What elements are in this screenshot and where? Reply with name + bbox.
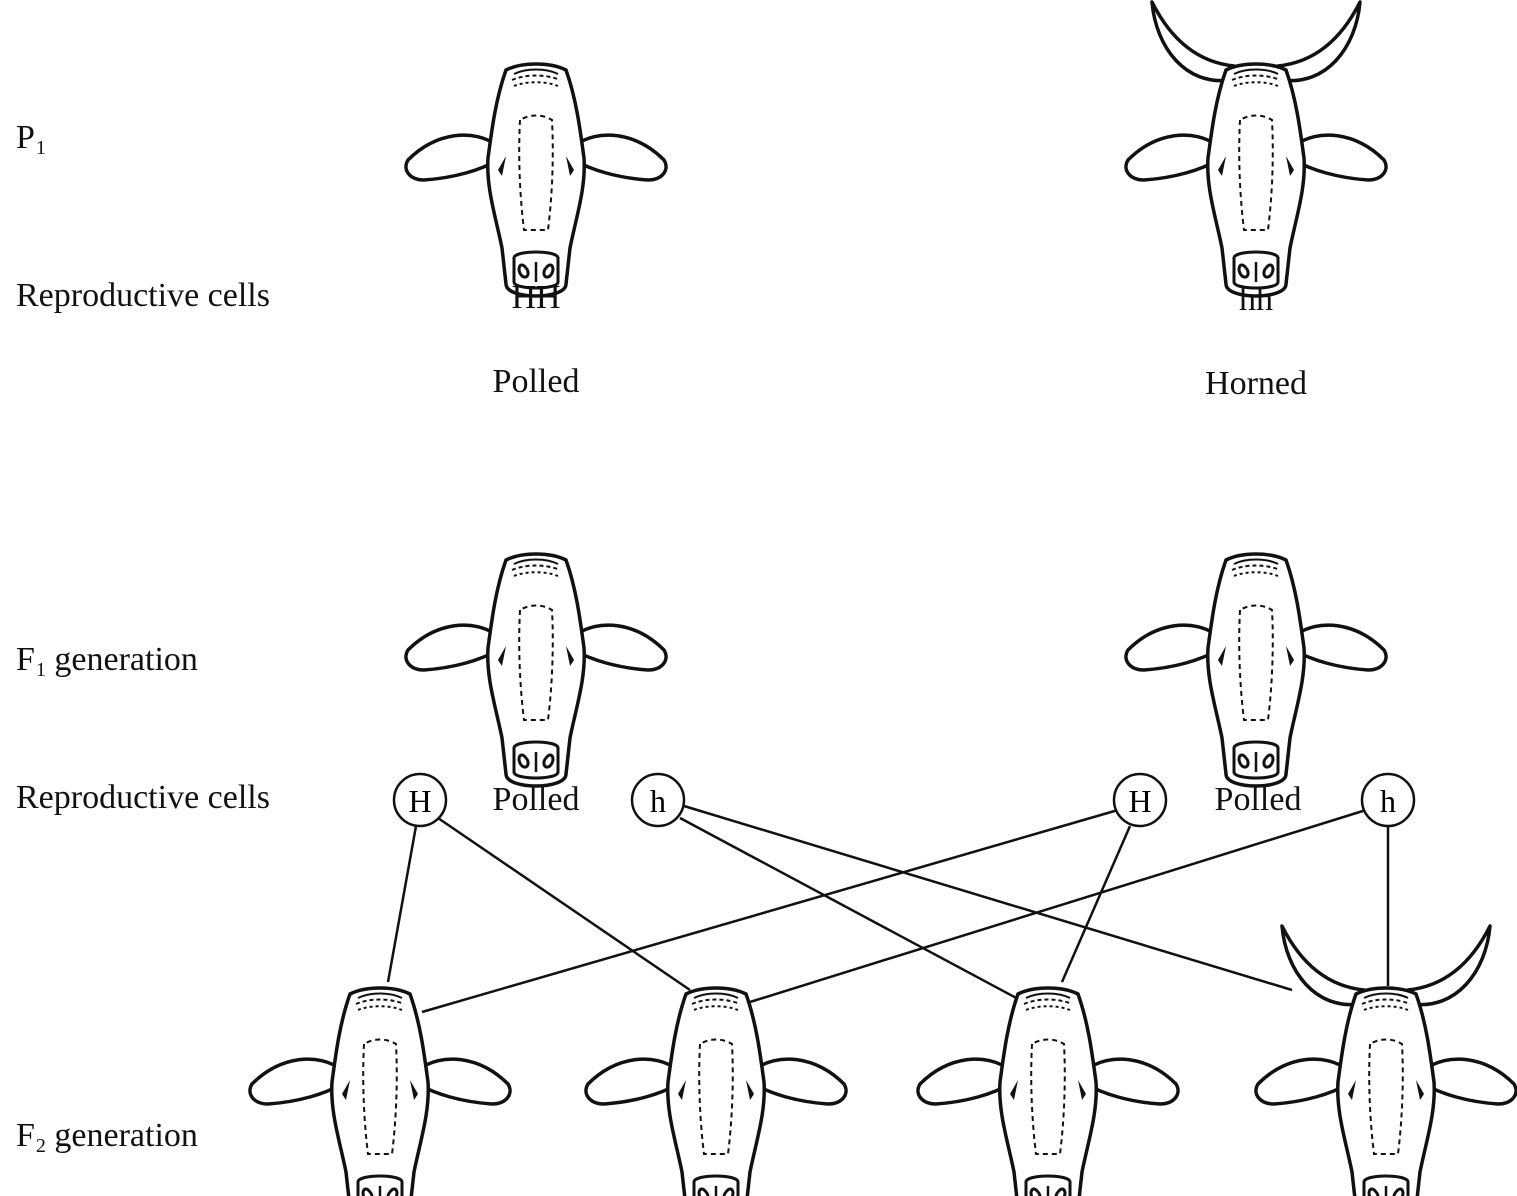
f2-offspring-2	[586, 988, 846, 1196]
p1-parent-polled-cow	[406, 64, 666, 296]
gamete-label: H	[408, 783, 431, 819]
row-label-f2-generation: F2 generation	[16, 1116, 198, 1166]
p1-parent-horned-cow	[1126, 2, 1386, 296]
f1-phenotype-left: Polled	[466, 780, 606, 820]
gamete-label: H	[1128, 783, 1151, 819]
gamete-label: h	[650, 783, 666, 819]
line-h1-to-offspring4	[684, 806, 1292, 990]
f1-cow-right	[1126, 554, 1386, 786]
line-h1-to-offspring3	[680, 818, 1020, 1000]
f1-cow-left	[406, 554, 666, 786]
gamete-label: h	[1380, 783, 1396, 819]
line-H1-to-offspring1	[388, 826, 416, 982]
f2-offspring-4	[1256, 926, 1516, 1196]
row-label-reproductive-cells-2: Reproductive cells	[16, 778, 270, 818]
f2-offspring-3	[918, 988, 1178, 1196]
row-label-f1-generation: F1 generation	[16, 640, 198, 690]
line-H2-to-offspring3	[1062, 826, 1130, 982]
line-H1-to-offspring2	[438, 818, 690, 990]
gamete-f1-right-H: H	[1114, 774, 1166, 826]
phenotype-left: Polled	[466, 362, 606, 402]
row-label-p1: P1	[16, 118, 46, 168]
gamete-f1-right-h: h	[1362, 774, 1414, 826]
phenotype-right: Horned	[1176, 364, 1336, 404]
line-H2-to-offspring1	[422, 810, 1118, 1012]
row-label-reproductive-cells-1: Reproductive cells	[16, 276, 270, 316]
genotype-left: HH	[496, 278, 576, 318]
gamete-f1-left-H: H	[394, 774, 446, 826]
gamete-f1-left-h: h	[632, 774, 684, 826]
genotype-right: hh	[1216, 280, 1296, 320]
f2-offspring-1	[250, 988, 510, 1196]
f1-phenotype-right: Polled	[1188, 780, 1328, 820]
inheritance-lines	[388, 806, 1388, 1012]
